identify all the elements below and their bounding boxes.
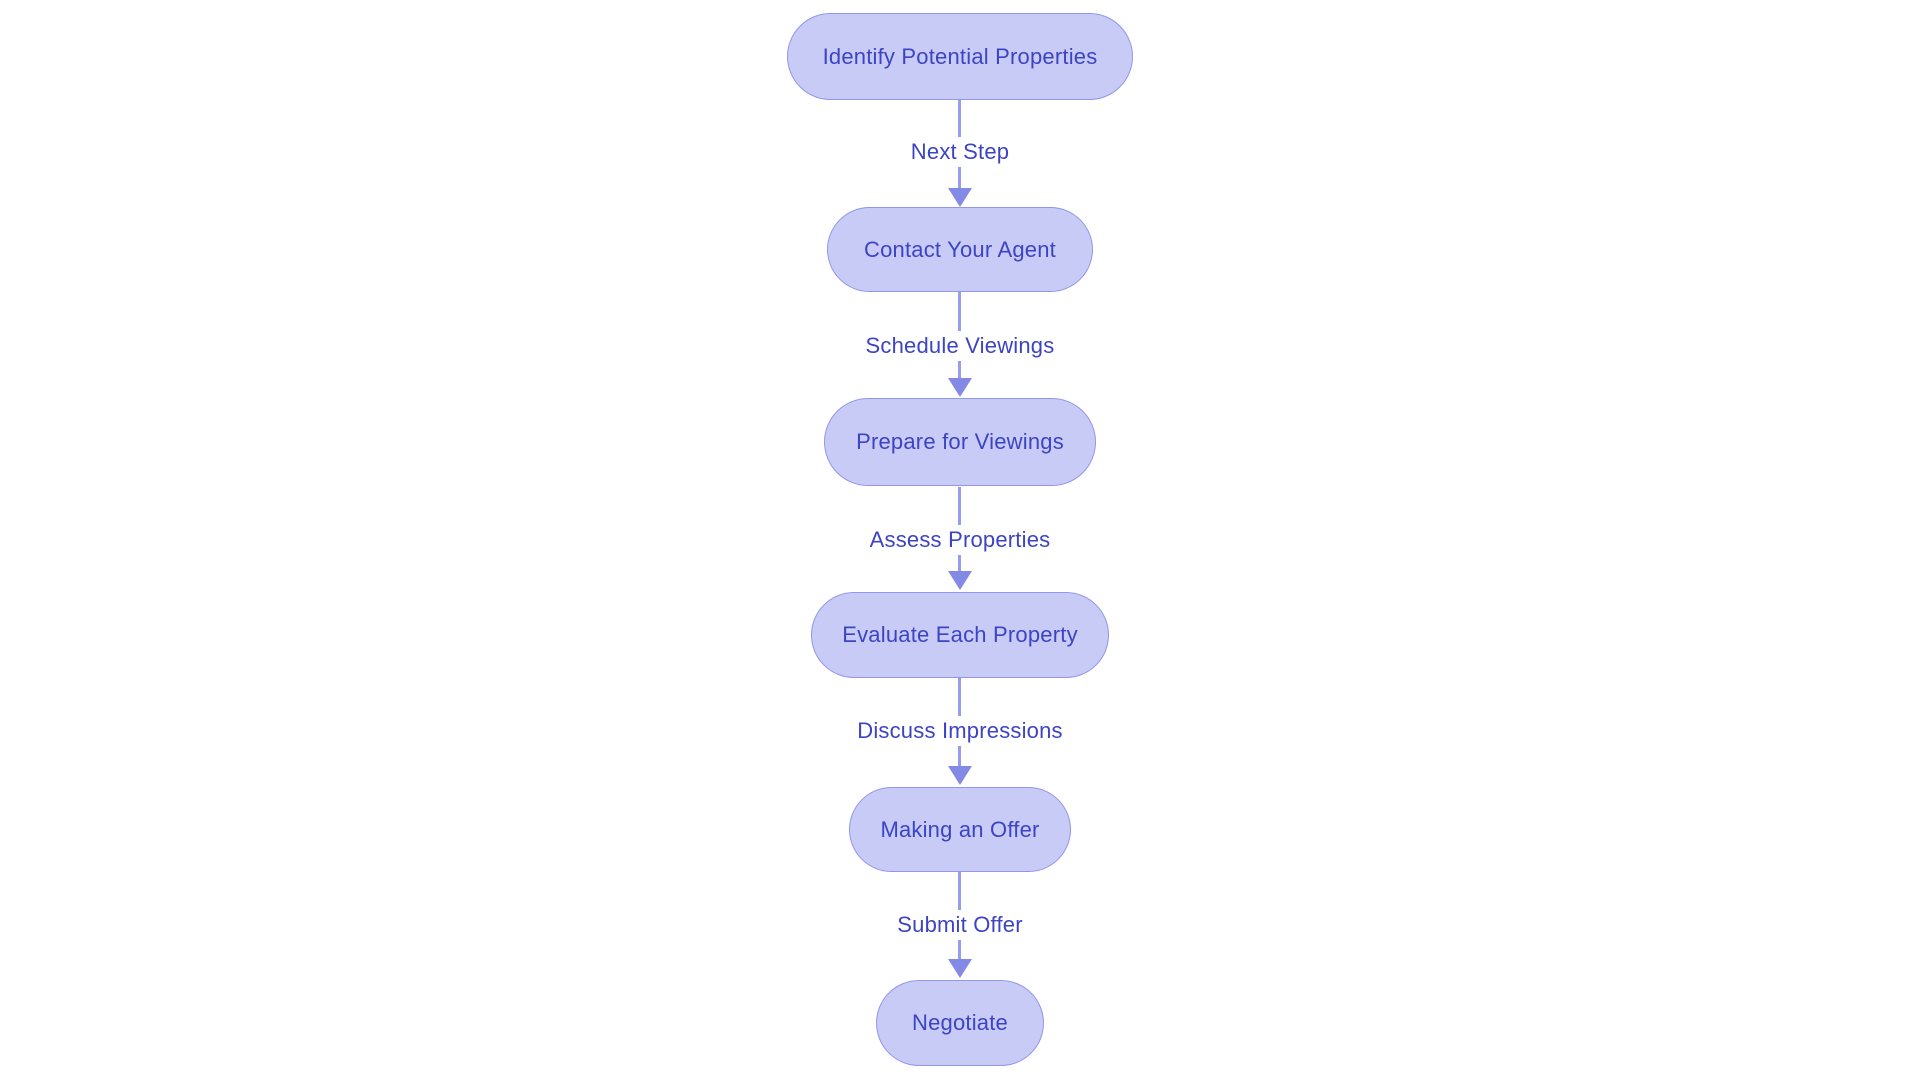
node-label: Identify Potential Properties xyxy=(822,43,1098,69)
node-making-an-offer: Making an Offer xyxy=(849,787,1071,872)
node-contact-your-agent: Contact Your Agent xyxy=(827,207,1093,292)
edge-label-schedule-viewings: Schedule Viewings xyxy=(857,331,1063,361)
edge-label-discuss-impressions: Discuss Impressions xyxy=(849,716,1071,746)
node-label: Prepare for Viewings xyxy=(856,429,1064,454)
node-label: Making an Offer xyxy=(880,816,1040,842)
arrow-down-icon xyxy=(948,571,972,590)
node-identify-potential-properties: Identify Potential Properties xyxy=(787,13,1133,100)
edge-label-next-step: Next Step xyxy=(902,137,1018,167)
arrow-down-icon xyxy=(948,959,972,978)
edge-label-assess-properties: Assess Properties xyxy=(861,525,1059,555)
node-label: Negotiate xyxy=(912,1010,1008,1035)
arrow-down-icon xyxy=(948,766,972,785)
node-prepare-for-viewings: Prepare for Viewings xyxy=(824,398,1096,486)
node-label: Evaluate Each Property xyxy=(842,622,1078,647)
node-label: Contact Your Agent xyxy=(864,236,1056,262)
arrow-down-icon xyxy=(948,188,972,207)
node-negotiate: Negotiate xyxy=(876,980,1044,1066)
edge-label-submit-offer: Submit Offer xyxy=(889,910,1031,940)
node-evaluate-each-property: Evaluate Each Property xyxy=(811,592,1109,678)
arrow-down-icon xyxy=(948,378,972,397)
